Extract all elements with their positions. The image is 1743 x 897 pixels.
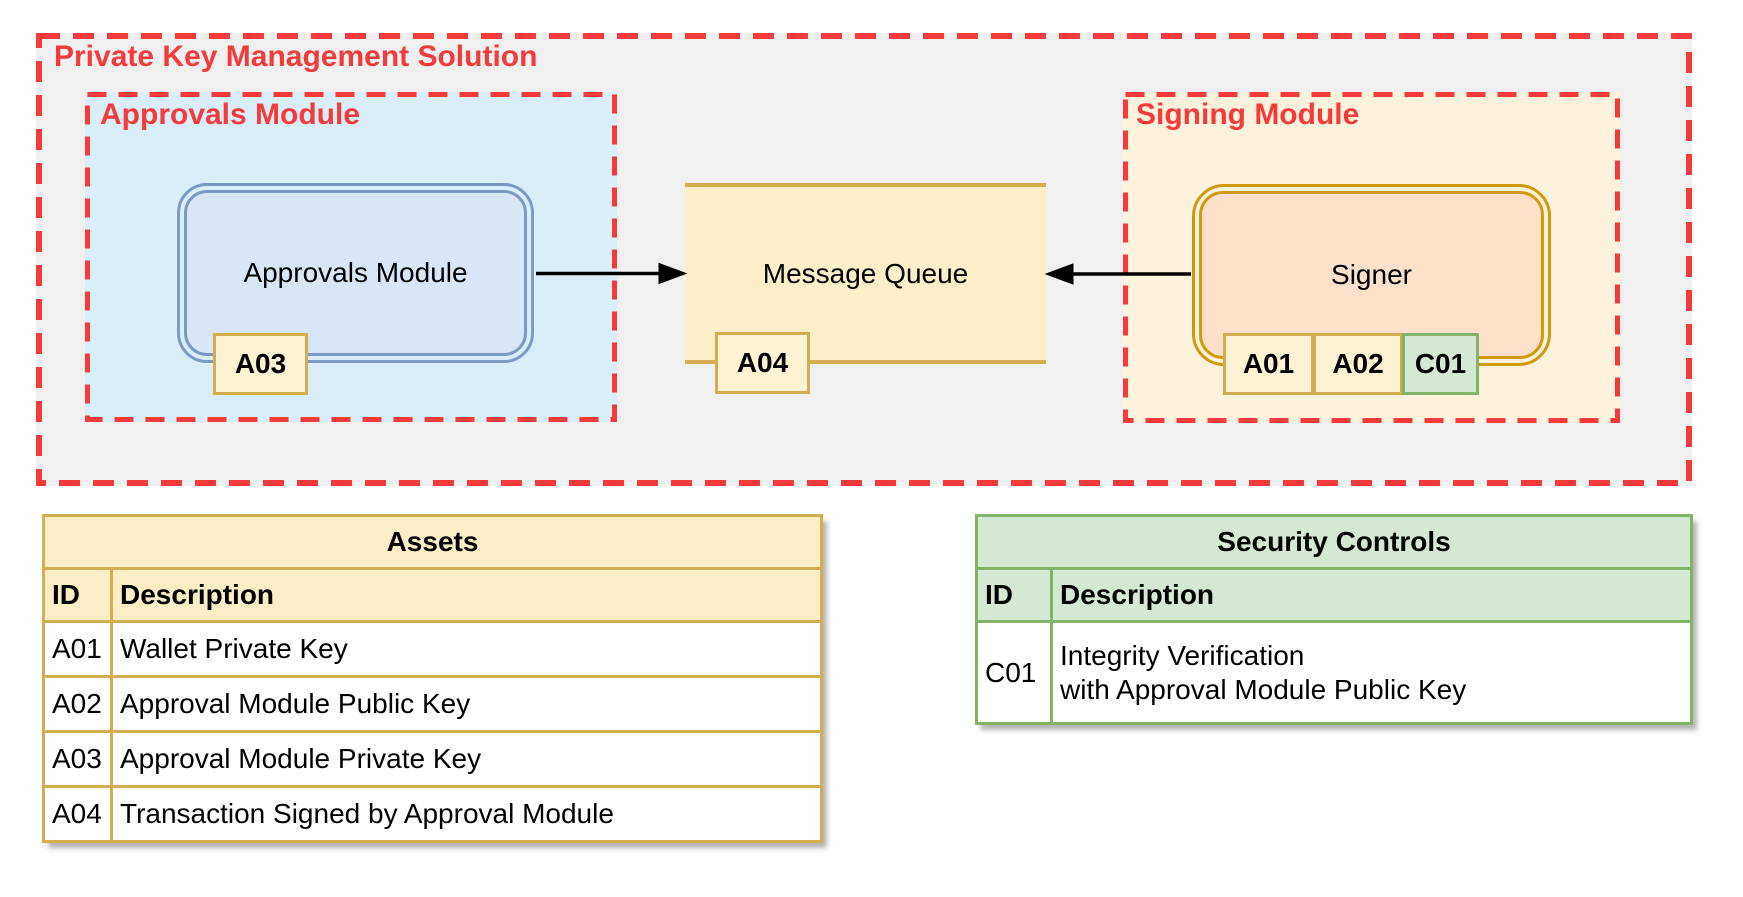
asset-id: A01 [42, 620, 113, 678]
asset-id: A03 [42, 730, 113, 788]
signing-zone-title: Signing Module [1136, 98, 1360, 131]
assets-table: Assets ID Description A01 Wallet Private… [42, 514, 823, 843]
asset-description: Approval Module Public Key [110, 675, 823, 733]
assets-table-title: Assets [42, 514, 823, 570]
control-tag-c01: C01 [1402, 333, 1479, 395]
security-col-description: Description [1050, 567, 1693, 623]
asset-tag-a03: A03 [213, 333, 308, 395]
assets-col-id: ID [42, 567, 113, 623]
approvals-zone-title: Approvals Module [100, 98, 361, 131]
private-key-management-title: Private Key Management Solution [54, 40, 538, 73]
control-description-line1: Integrity Verification [1060, 639, 1305, 671]
asset-id: A02 [42, 675, 113, 733]
table-row: A04 Transaction Signed by Approval Modul… [42, 785, 823, 843]
table-row: C01 Integrity Verification with Approval… [975, 620, 1693, 725]
control-description-line2: with Approval Module Public Key [1060, 673, 1467, 705]
asset-description: Approval Module Private Key [110, 730, 823, 788]
security-controls-table: Security Controls ID Description C01 Int… [975, 514, 1693, 725]
asset-tag-a02: A02 [1313, 333, 1403, 395]
assets-col-description: Description [110, 567, 823, 623]
security-col-id: ID [975, 567, 1053, 623]
asset-tag-a04: A04 [715, 332, 810, 394]
asset-id: A04 [42, 785, 113, 843]
asset-description: Wallet Private Key [110, 620, 823, 678]
asset-description: Transaction Signed by Approval Module [110, 785, 823, 843]
table-row: A01 Wallet Private Key [42, 620, 823, 678]
control-id: C01 [975, 620, 1053, 725]
message-queue-label: Message Queue [762, 257, 969, 289]
security-table-title: Security Controls [975, 514, 1693, 570]
approvals-module-label: Approvals Module [184, 190, 527, 356]
table-row: A03 Approval Module Private Key [42, 730, 823, 788]
control-description: Integrity Verification with Approval Mod… [1050, 620, 1693, 725]
table-row: A02 Approval Module Public Key [42, 675, 823, 733]
asset-tag-a01: A01 [1223, 333, 1314, 395]
